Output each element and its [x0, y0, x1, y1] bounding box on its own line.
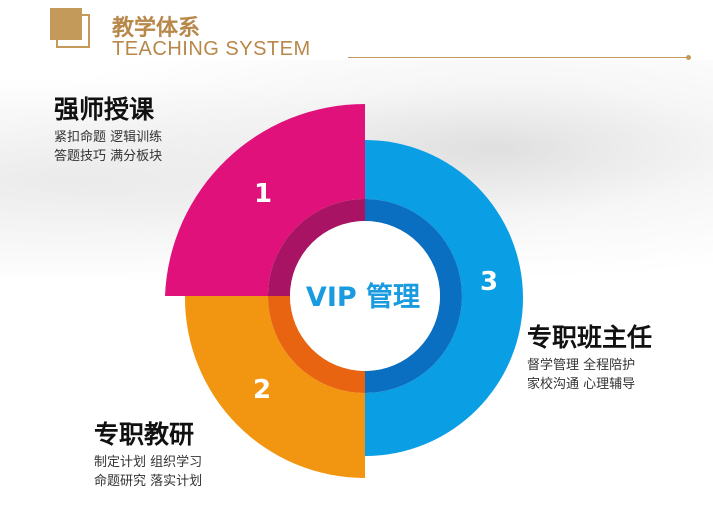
- segment-3-outer: [365, 140, 523, 456]
- header-logo-icon: [50, 8, 90, 48]
- segment-1-inner: [268, 199, 365, 296]
- center-circle: [290, 221, 440, 371]
- segment-1-title: 强师授课: [54, 95, 155, 124]
- header-divider-dot: [686, 55, 691, 60]
- segment-2-description: 专职教研 制定计划 组织学习 命题研究 落实计划: [94, 415, 202, 491]
- segment-3-number: 3: [480, 267, 498, 297]
- segment-1-line-2: 答题技巧 满分板块: [54, 149, 163, 164]
- segment-2-number: 2: [253, 375, 271, 405]
- segment-1-line-1: 紧扣命题 逻辑训练: [54, 130, 163, 145]
- segment-1-outer: [165, 103, 365, 296]
- segment-3-title: 专职班主任: [527, 323, 653, 352]
- segment-1-number: 1: [254, 179, 272, 209]
- segment-2-title: 专职教研: [94, 420, 195, 449]
- segment-3-line-1: 督学管理 全程陪护: [527, 358, 636, 373]
- segment-3-line-2: 家校沟通 心理辅导: [527, 377, 636, 392]
- segment-3-inner: [365, 199, 462, 393]
- segment-2-inner: [268, 296, 365, 393]
- header-title-en: TEACHING SYSTEM: [112, 38, 311, 60]
- center-label: VIP 管理: [306, 282, 420, 313]
- segment-3-description: 专职班主任 督学管理 全程陪护 家校沟通 心理辅导: [527, 318, 652, 394]
- header-divider: [348, 57, 688, 58]
- segment-2-line-2: 命题研究 落实计划: [94, 474, 203, 489]
- segment-2-line-1: 制定计划 组织学习: [94, 455, 203, 470]
- segment-1-description: 强师授课 紧扣命题 逻辑训练 答题技巧 满分板块: [54, 90, 162, 166]
- segment-2-outer: [184, 296, 365, 478]
- header-title-cn: 教学体系: [112, 16, 201, 41]
